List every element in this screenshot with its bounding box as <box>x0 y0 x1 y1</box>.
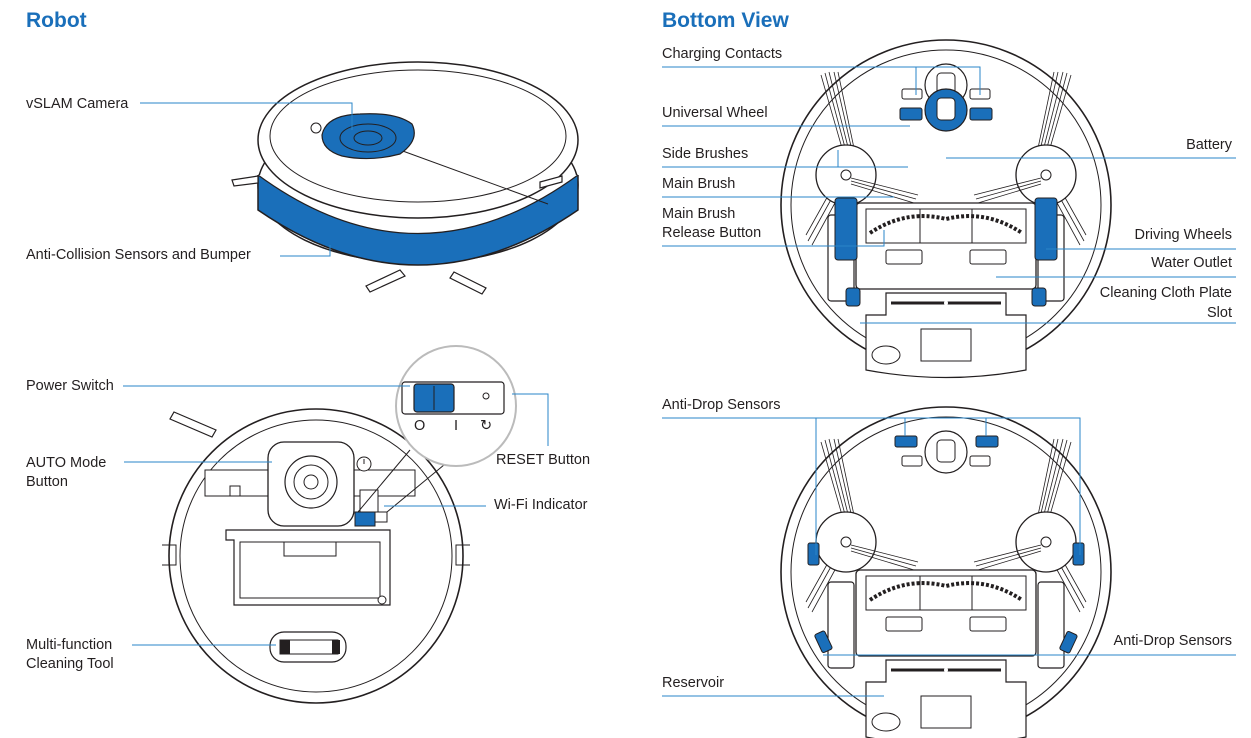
label-vslam-camera: vSLAM Camera <box>26 96 129 112</box>
label-wifi-indicator: Wi-Fi Indicator <box>494 497 588 513</box>
label-main-brush-release-1: Main Brush <box>662 206 736 222</box>
label-charging-contacts: Charging Contacts <box>662 46 783 62</box>
robot-top-view <box>231 61 579 295</box>
switch-off-mark: O <box>414 418 426 434</box>
robot-title: Robot <box>26 9 87 32</box>
label-anti-drop-top: Anti-Drop Sensors <box>662 397 781 413</box>
label-main-brush: Main Brush <box>662 176 736 192</box>
label-cleaning-tool-2: Cleaning Tool <box>26 656 114 672</box>
label-driving-wheels: Driving Wheels <box>1134 227 1233 243</box>
label-cleaning-tool-1: Multi-function <box>26 637 113 653</box>
callout-lines <box>123 66 1236 697</box>
label-main-brush-release-2: Release Button <box>662 225 762 241</box>
label-side-brushes: Side Brushes <box>662 146 749 162</box>
label-cleaning-cloth-1: Cleaning Cloth Plate <box>1099 285 1232 301</box>
robot-lower-view <box>162 345 517 704</box>
switch-reset-mark: ↻ <box>480 418 493 434</box>
label-auto-mode-2: Button <box>26 474 68 490</box>
switch-on-mark: I <box>454 418 459 434</box>
label-anti-drop-right: Anti-Drop Sensors <box>1113 633 1232 649</box>
label-battery: Battery <box>1186 137 1232 153</box>
label-power-switch: Power Switch <box>26 378 114 394</box>
label-auto-mode-1: AUTO Mode <box>26 455 107 471</box>
label-cleaning-cloth-2: Slot <box>1207 305 1232 321</box>
label-bumper: Anti-Collision Sensors and Bumper <box>26 247 251 263</box>
label-universal-wheel: Universal Wheel <box>662 105 768 121</box>
label-water-outlet: Water Outlet <box>1151 255 1232 271</box>
bottom-view-title: Bottom View <box>662 9 789 32</box>
label-reset-button: RESET Button <box>496 452 591 468</box>
bottom-view-upper <box>779 38 1113 380</box>
bottom-view-lower <box>779 405 1113 738</box>
label-reservoir: Reservoir <box>662 675 725 691</box>
